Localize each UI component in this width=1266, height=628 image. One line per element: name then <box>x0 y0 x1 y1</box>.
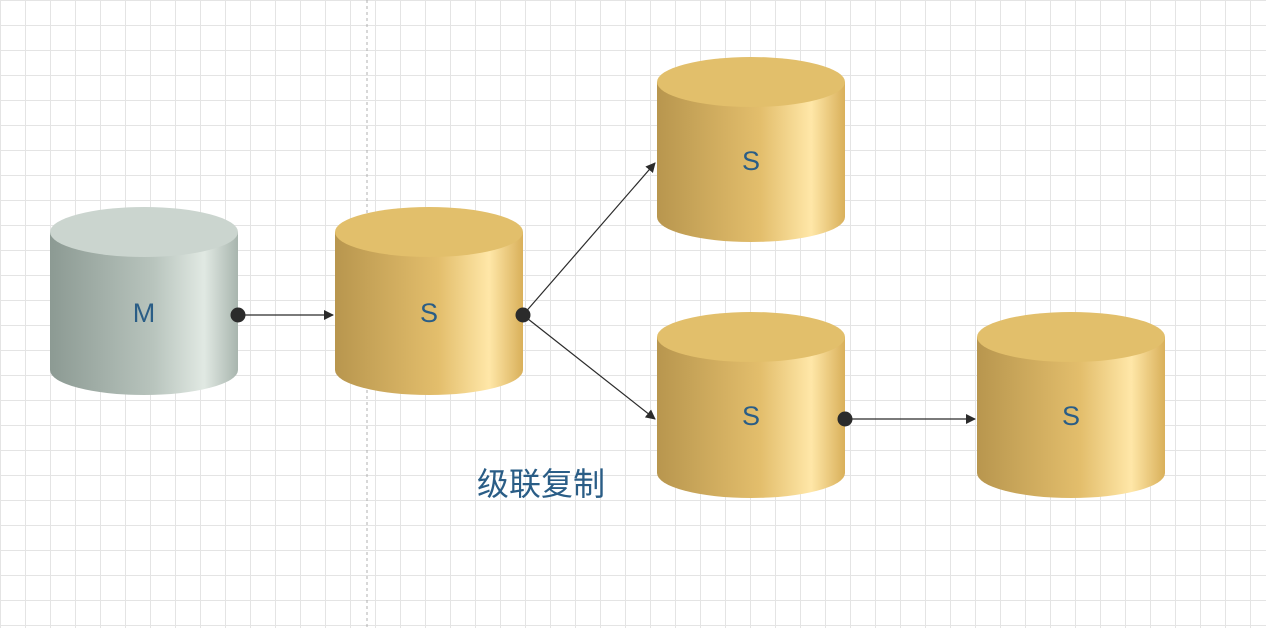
master-cylinder-top <box>50 207 238 257</box>
replication-connector-slave-3-to-slave-4[interactable] <box>837 411 976 427</box>
diagram-caption: 级联复制 <box>477 465 605 503</box>
master-database-node[interactable]: M <box>50 207 238 395</box>
slave-3-node-label: S <box>742 401 760 431</box>
connector-start-dot <box>230 307 246 323</box>
slave-database-node-3[interactable]: S <box>657 312 845 498</box>
connector-start-dot <box>837 411 853 427</box>
slave-4-cylinder-body <box>977 337 1165 498</box>
slave-1-cylinder-body <box>335 232 523 395</box>
slave-2-cylinder-top <box>657 57 845 107</box>
slave-4-node-label: S <box>1062 401 1080 431</box>
slave-3-cylinder-top <box>657 312 845 362</box>
connector-line <box>522 162 656 316</box>
connector-start-dot <box>515 307 531 323</box>
master-node-label: M <box>133 298 156 328</box>
replication-connector-master-to-slave-1[interactable] <box>230 307 334 323</box>
slave-database-node-4[interactable]: S <box>977 312 1165 498</box>
replication-connector-slave-1-to-slave-3[interactable] <box>515 307 656 420</box>
connector-line <box>522 314 656 420</box>
master-cylinder-body <box>50 232 238 395</box>
slave-database-node-1[interactable]: S <box>335 207 523 395</box>
slave-2-node-label: S <box>742 146 760 176</box>
slave-1-cylinder-top <box>335 207 523 257</box>
slave-database-node-2[interactable]: S <box>657 57 845 242</box>
replication-connector-slave-1-to-slave-2[interactable] <box>522 162 656 316</box>
slave-2-cylinder-body <box>657 82 845 242</box>
slave-1-node-label: S <box>420 298 438 328</box>
slave-4-cylinder-top <box>977 312 1165 362</box>
slave-3-cylinder-body <box>657 337 845 498</box>
